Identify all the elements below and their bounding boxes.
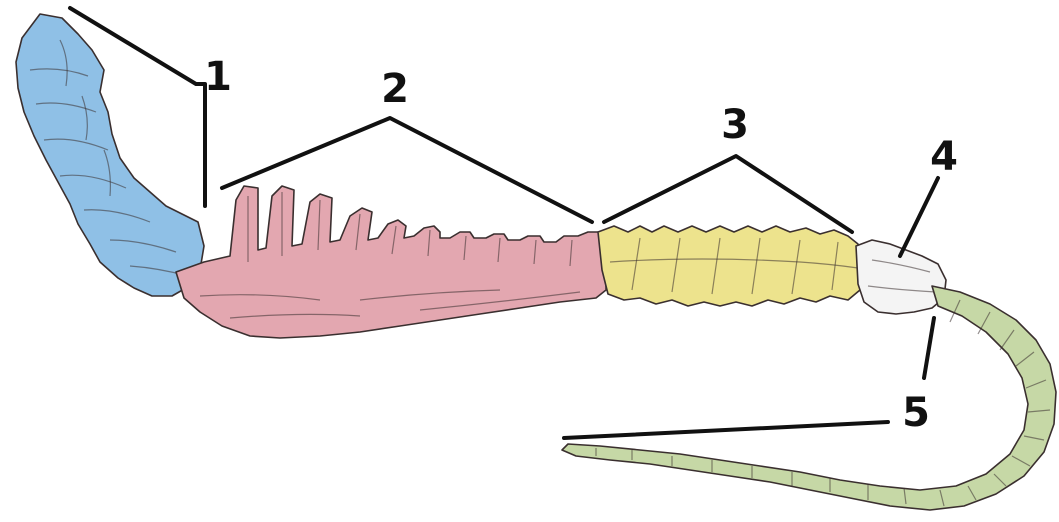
- leader-line-caudal-lower: [564, 422, 888, 438]
- caudal-vertebrae-shape: [562, 286, 1056, 510]
- cervical-region: [16, 14, 204, 296]
- cervical-vertebrae-shape: [16, 14, 204, 296]
- lumbar-vertebrae-shape: [598, 226, 862, 306]
- thoracic-region: [176, 186, 606, 338]
- leader-lines: [70, 8, 938, 438]
- label-sacral: 4: [930, 134, 958, 180]
- label-lumbar: 3: [721, 102, 749, 148]
- label-cervical: 1: [204, 54, 232, 100]
- lumbar-region: [598, 226, 862, 306]
- caudal-region: [562, 286, 1056, 510]
- label-thoracic: 2: [381, 66, 409, 112]
- label-caudal: 5: [902, 390, 930, 436]
- thoracic-vertebrae-shape: [176, 186, 606, 338]
- leader-line-sacral: [900, 178, 938, 256]
- leader-line-caudal-upper: [924, 318, 934, 378]
- leader-line-lumbar: [604, 156, 852, 232]
